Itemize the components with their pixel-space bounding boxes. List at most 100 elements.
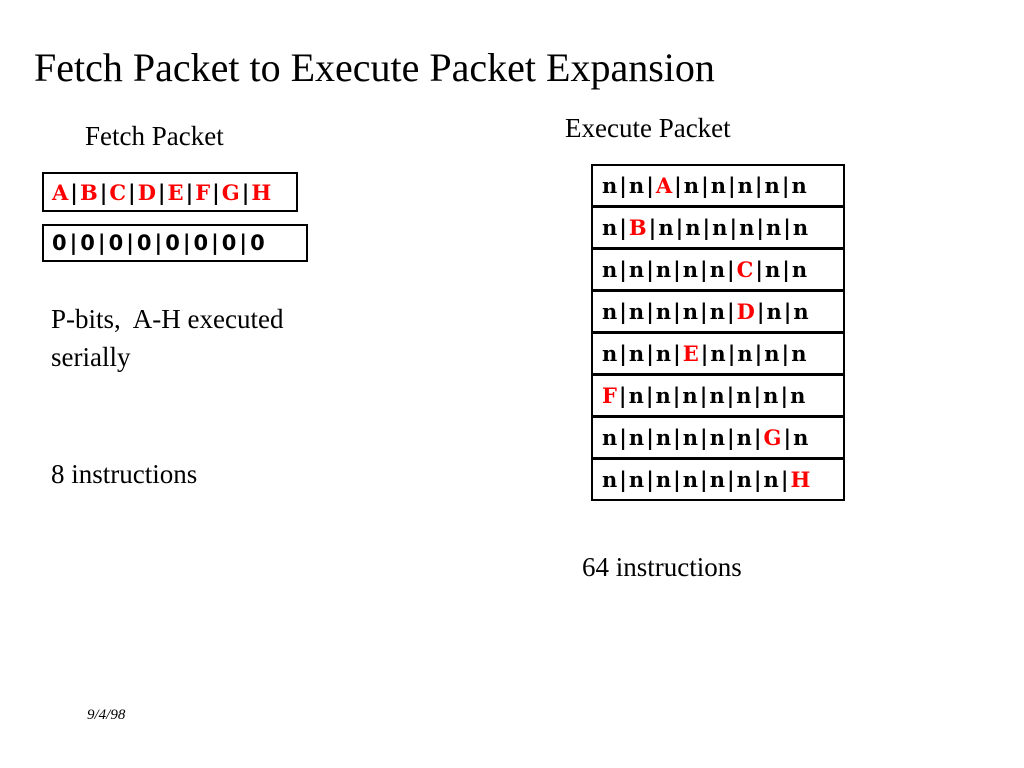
execute-cell-r7-c-1: n	[628, 467, 645, 492]
cell-separator: |	[239, 231, 248, 255]
execute-cell-r3-c-4: n	[709, 299, 725, 324]
execute-row-cells: F|n|n|n|n|n|n|n	[602, 383, 805, 408]
fetch-instruction-cell-2: C	[109, 179, 127, 205]
execute-cell-r5-c-4: n	[709, 383, 725, 408]
cell-separator: |	[182, 231, 191, 255]
execute-cell-r2-c-5: C	[736, 257, 754, 282]
cell-separator: |	[126, 231, 134, 255]
cell-separator: |	[212, 179, 220, 205]
execute-cell-r0-c-7: n	[791, 173, 807, 198]
fetch-instruction-cells: A|B|C|D|E|F|G|H	[52, 180, 271, 205]
execute-cell-r4-c-5: n	[737, 341, 753, 366]
execute-packet-row: n|n|n|n|n|n|G|n	[591, 416, 845, 459]
cell-separator: |	[726, 383, 735, 408]
fetch-packet-pbit-row: 0|0|0|0|0|0|0|0	[42, 224, 308, 262]
cell-separator: |	[756, 215, 764, 240]
fetch-pbit-cell-1: 0	[80, 231, 95, 255]
execute-cell-r7-c-5: n	[736, 467, 752, 492]
execute-cell-r1-c-1: B	[628, 215, 647, 240]
cell-separator: |	[700, 425, 708, 450]
execute-cell-r3-c-5: D	[736, 299, 755, 324]
execute-packet-row: n|B|n|n|n|n|n|n	[591, 206, 845, 249]
cell-separator: |	[646, 173, 654, 198]
cell-separator: |	[673, 257, 681, 282]
execute-cell-r2-c-3: n	[682, 257, 699, 282]
execute-cell-r6-c-0: n	[602, 425, 618, 450]
cell-separator: |	[727, 173, 736, 198]
execute-cell-r4-c-1: n	[628, 341, 645, 366]
cell-separator: |	[700, 467, 708, 492]
execute-cell-r1-c-0: n	[602, 215, 618, 240]
fetch-instruction-cell-5: F	[195, 179, 211, 205]
cell-separator: |	[157, 179, 166, 205]
execute-cell-r0-c-6: n	[764, 173, 780, 198]
cell-separator: |	[619, 467, 627, 492]
cell-separator: |	[673, 341, 681, 366]
execute-cell-r7-c-6: n	[763, 467, 779, 492]
fetch-pbit-cell-6: 0	[221, 231, 237, 255]
cell-separator: |	[646, 467, 654, 492]
cell-separator: |	[673, 425, 681, 450]
execute-instruction-count: 64 instructions	[582, 552, 742, 582]
execute-cell-r3-c-0: n	[602, 299, 618, 324]
execute-cell-r7-c-7: H	[790, 467, 811, 492]
cell-separator: |	[727, 341, 736, 366]
cell-separator: |	[70, 179, 78, 205]
cell-separator: |	[726, 299, 735, 324]
fetch-pbit-cell-0: 0	[52, 231, 67, 255]
execute-cell-r5-c-3: n	[682, 383, 698, 408]
execute-row-cells: n|n|n|n|n|C|n|n	[602, 257, 807, 282]
fetch-instruction-cell-0: A	[52, 179, 69, 205]
cell-separator: |	[646, 257, 654, 282]
execute-cell-r7-c-0: n	[602, 467, 618, 492]
cell-separator: |	[726, 257, 735, 282]
execute-cell-r3-c-1: n	[628, 299, 645, 324]
execute-packet-row: F|n|n|n|n|n|n|n	[591, 374, 845, 417]
cell-separator: |	[241, 179, 250, 205]
fetch-pbit-cell-4: 0	[165, 231, 180, 255]
execute-cell-r2-c-4: n	[709, 257, 725, 282]
execute-cell-r0-c-0: n	[602, 173, 618, 198]
execute-cell-r3-c-2: n	[655, 299, 672, 324]
fetch-pbit-cell-3: 0	[136, 231, 152, 255]
execute-cell-r1-c-2: n	[658, 215, 674, 240]
execute-cell-r4-c-4: n	[710, 341, 726, 366]
cell-separator: |	[645, 383, 654, 408]
cell-separator: |	[756, 299, 765, 324]
execute-cell-r3-c-3: n	[682, 299, 699, 324]
execute-cell-r7-c-4: n	[709, 467, 725, 492]
cell-separator: |	[783, 425, 792, 450]
execute-cell-r5-c-7: n	[790, 383, 806, 408]
cell-separator: |	[755, 257, 763, 282]
fetch-pbit-cell-7: 0	[250, 231, 265, 255]
cell-separator: |	[619, 173, 627, 198]
execute-row-cells: n|n|n|n|n|D|n|n	[602, 299, 809, 324]
cell-separator: |	[674, 173, 682, 198]
execute-cell-r4-c-3: E	[682, 341, 699, 366]
execute-cell-r4-c-2: n	[655, 341, 672, 366]
fetch-packet-instruction-row: A|B|C|D|E|F|G|H	[42, 172, 298, 212]
execute-row-cells: n|B|n|n|n|n|n|n	[602, 215, 808, 240]
execute-cell-r4-c-0: n	[602, 341, 618, 366]
execute-cell-r6-c-2: n	[655, 425, 672, 450]
execute-cell-r5-c-5: n	[736, 383, 752, 408]
cell-separator: |	[619, 425, 627, 450]
cell-separator: |	[128, 179, 136, 205]
cell-separator: |	[699, 383, 708, 408]
cell-separator: |	[780, 383, 789, 408]
execute-cell-r0-c-2: A	[655, 173, 673, 198]
cell-separator: |	[754, 341, 763, 366]
execute-cell-r2-c-7: n	[791, 257, 808, 282]
cell-separator: |	[780, 467, 789, 492]
cell-separator: |	[99, 179, 108, 205]
execute-cell-r1-c-4: n	[712, 215, 728, 240]
cell-separator: |	[154, 231, 163, 255]
cell-separator: |	[726, 425, 735, 450]
execute-cell-r0-c-4: n	[710, 173, 726, 198]
execute-cell-r0-c-5: n	[737, 173, 753, 198]
execute-cell-r6-c-7: n	[793, 425, 809, 450]
execute-row-cells: n|n|n|n|n|n|n|H	[602, 467, 810, 492]
execute-packet-row: n|n|n|n|n|C|n|n	[591, 248, 845, 291]
cell-separator: |	[619, 215, 627, 240]
execute-cell-r6-c-6: G	[763, 425, 782, 450]
